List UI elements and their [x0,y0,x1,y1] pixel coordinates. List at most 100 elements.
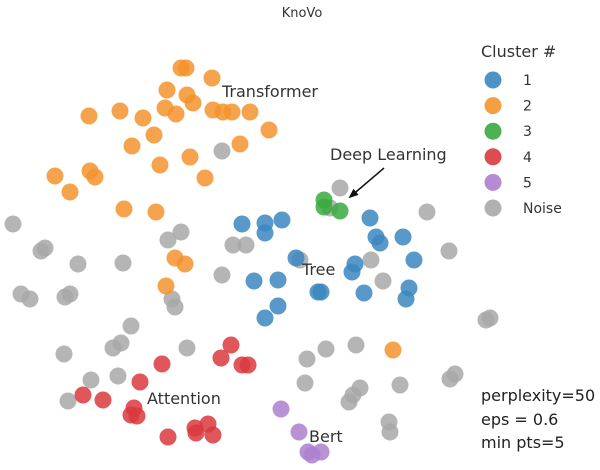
legend-marker-5 [484,173,502,191]
point-cluster-noise-15 [213,266,231,284]
legend-marker-4 [484,148,502,166]
annotation-layer: Transformer Deep Learning Tree Attention… [147,82,447,446]
point-cluster-noise-30 [59,392,77,410]
point-cluster-4-10 [128,407,146,425]
point-cluster-noise-4 [114,254,132,272]
point-cluster-noise-27 [55,345,73,363]
legend-marker-3 [484,122,502,140]
point-cluster-1-8 [309,283,327,301]
point-cluster-1-10 [269,297,287,315]
legend-label-4: 4 [523,150,532,166]
point-cluster-4-3 [239,356,257,374]
point-cluster-4-14 [159,428,177,446]
point-cluster-2-24 [196,169,214,187]
point-cluster-noise-6 [172,223,190,241]
legend-label-noise: Noise [523,201,562,217]
point-cluster-noise-41 [391,376,409,394]
point-cluster-2-16 [123,137,141,155]
chart-title: KnoVo [282,6,323,21]
point-cluster-2-30 [157,277,175,295]
point-cluster-noise-26 [104,339,122,357]
point-cluster-2-17 [231,135,249,153]
point-cluster-2-14 [134,109,152,127]
point-cluster-noise-38 [296,374,314,392]
point-cluster-noise-13 [213,142,231,160]
point-cluster-noise-14 [237,236,255,254]
point-cluster-noise-0 [4,215,22,233]
point-cluster-2-25 [61,183,79,201]
point-cluster-3-2 [331,202,349,220]
point-cluster-4-6 [74,386,92,404]
point-cluster-1-12 [343,263,361,281]
legend-label-5: 5 [523,175,532,191]
point-cluster-4-1 [212,349,230,367]
point-cluster-4-0 [222,336,240,354]
point-cluster-noise-45 [481,309,499,327]
point-cluster-5-1 [290,423,308,441]
point-cluster-1-6 [269,271,287,289]
point-cluster-4-7 [94,391,112,409]
legend-marker-noise [484,199,502,217]
point-cluster-noise-5 [159,231,177,249]
label-attention: Attention [147,389,221,408]
point-cluster-2-23 [86,168,104,186]
point-cluster-2-15 [145,126,163,144]
legend-label-2: 2 [523,99,532,115]
point-cluster-1-0 [233,215,251,233]
label-bert: Bert [309,427,343,446]
point-cluster-1-20 [397,290,415,308]
point-cluster-2-31 [384,341,402,359]
point-cluster-1-13 [355,284,373,302]
point-cluster-noise-33 [317,340,335,358]
point-cluster-noise-3 [69,255,87,273]
clustering-parameters: perplexity=50 eps = 0.6 min pts=5 [481,386,595,452]
point-cluster-1-3 [256,224,274,242]
point-cluster-4-4 [153,355,171,373]
point-cluster-2-7 [184,94,202,112]
point-cluster-noise-12 [166,298,184,316]
point-cluster-2-19 [151,156,169,174]
point-cluster-4-5 [131,373,149,391]
point-cluster-2-2 [203,69,221,87]
point-cluster-noise-32 [298,350,316,368]
point-cluster-2-20 [181,148,199,166]
point-cluster-4-13 [204,426,222,444]
point-cluster-noise-18 [331,179,349,197]
point-cluster-1-16 [371,234,389,252]
point-cluster-4-15 [187,424,205,442]
point-cluster-2-18 [260,121,278,139]
legend-label-1: 1 [523,73,532,89]
point-cluster-noise-16 [224,236,242,254]
point-cluster-2-12 [111,102,129,120]
point-cluster-noise-43 [441,370,459,388]
point-cluster-noise-34 [347,336,365,354]
point-cluster-noise-24 [122,317,140,335]
point-cluster-3-1 [315,198,333,216]
point-cluster-noise-31 [178,339,196,357]
param-perplexity: perplexity=50 [481,386,595,405]
point-cluster-noise-2 [32,242,50,260]
legend-label-3: 3 [523,124,532,140]
point-cluster-noise-8 [21,290,39,308]
point-cluster-2-21 [46,167,64,185]
point-cluster-noise-29 [109,367,127,385]
legend-title: Cluster # [481,42,556,61]
point-cluster-noise-21 [440,242,458,260]
point-cluster-noise-37 [344,386,362,404]
point-cluster-noise-20 [418,203,436,221]
point-cluster-2-6 [167,105,185,123]
point-cluster-2-27 [147,203,165,221]
legend-marker-2 [484,97,502,115]
point-cluster-2-1 [177,59,195,77]
point-cluster-1-5 [245,272,263,290]
point-cluster-2-26 [115,200,133,218]
point-cluster-5-0 [272,400,290,418]
point-cluster-1-9 [256,309,274,327]
label-tree: Tree [301,260,335,279]
point-cluster-1-18 [405,251,423,269]
point-cluster-noise-23 [374,272,392,290]
label-transformer: Transformer [221,82,318,101]
